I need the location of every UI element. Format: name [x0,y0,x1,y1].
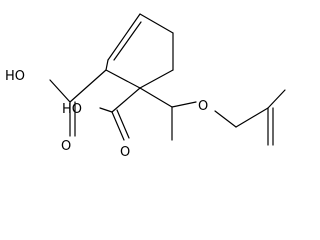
bond-c1-c2-double-inner [113,21,142,61]
bond-c-methyl [267,89,286,109]
bond-c5-ch [139,87,173,108]
ether-oxygen-label: O [198,99,208,114]
bond-center-acid-co-double [116,109,130,139]
center-acid-hydroxyl-label: HO [62,102,82,117]
bond-c6-c1 [105,59,109,71]
bond-c6-left-acid [69,69,107,103]
bond-c2-c3 [139,13,174,34]
left-acid-hydroxyl-label: HO [5,69,25,84]
bond-ch-ether-o [171,101,197,108]
bond-center-acid-co [111,111,125,141]
bond-c5-c6 [105,69,141,89]
bond-center-acid-oh [99,107,113,113]
center-acid-carbonyl-oxygen-label: O [120,145,130,160]
bond-c1-c2 [107,13,141,61]
bond-left-acid-oh [49,79,71,103]
bond-c4-c5 [139,69,174,89]
bond-ether-o-ch2 [214,110,237,128]
molecule-structure: HO O HO O O [5,13,286,160]
bond-c5-center-acid [111,87,141,113]
left-acid-carbonyl-oxygen-label: O [61,139,71,154]
bond-ch2-c [235,107,269,128]
